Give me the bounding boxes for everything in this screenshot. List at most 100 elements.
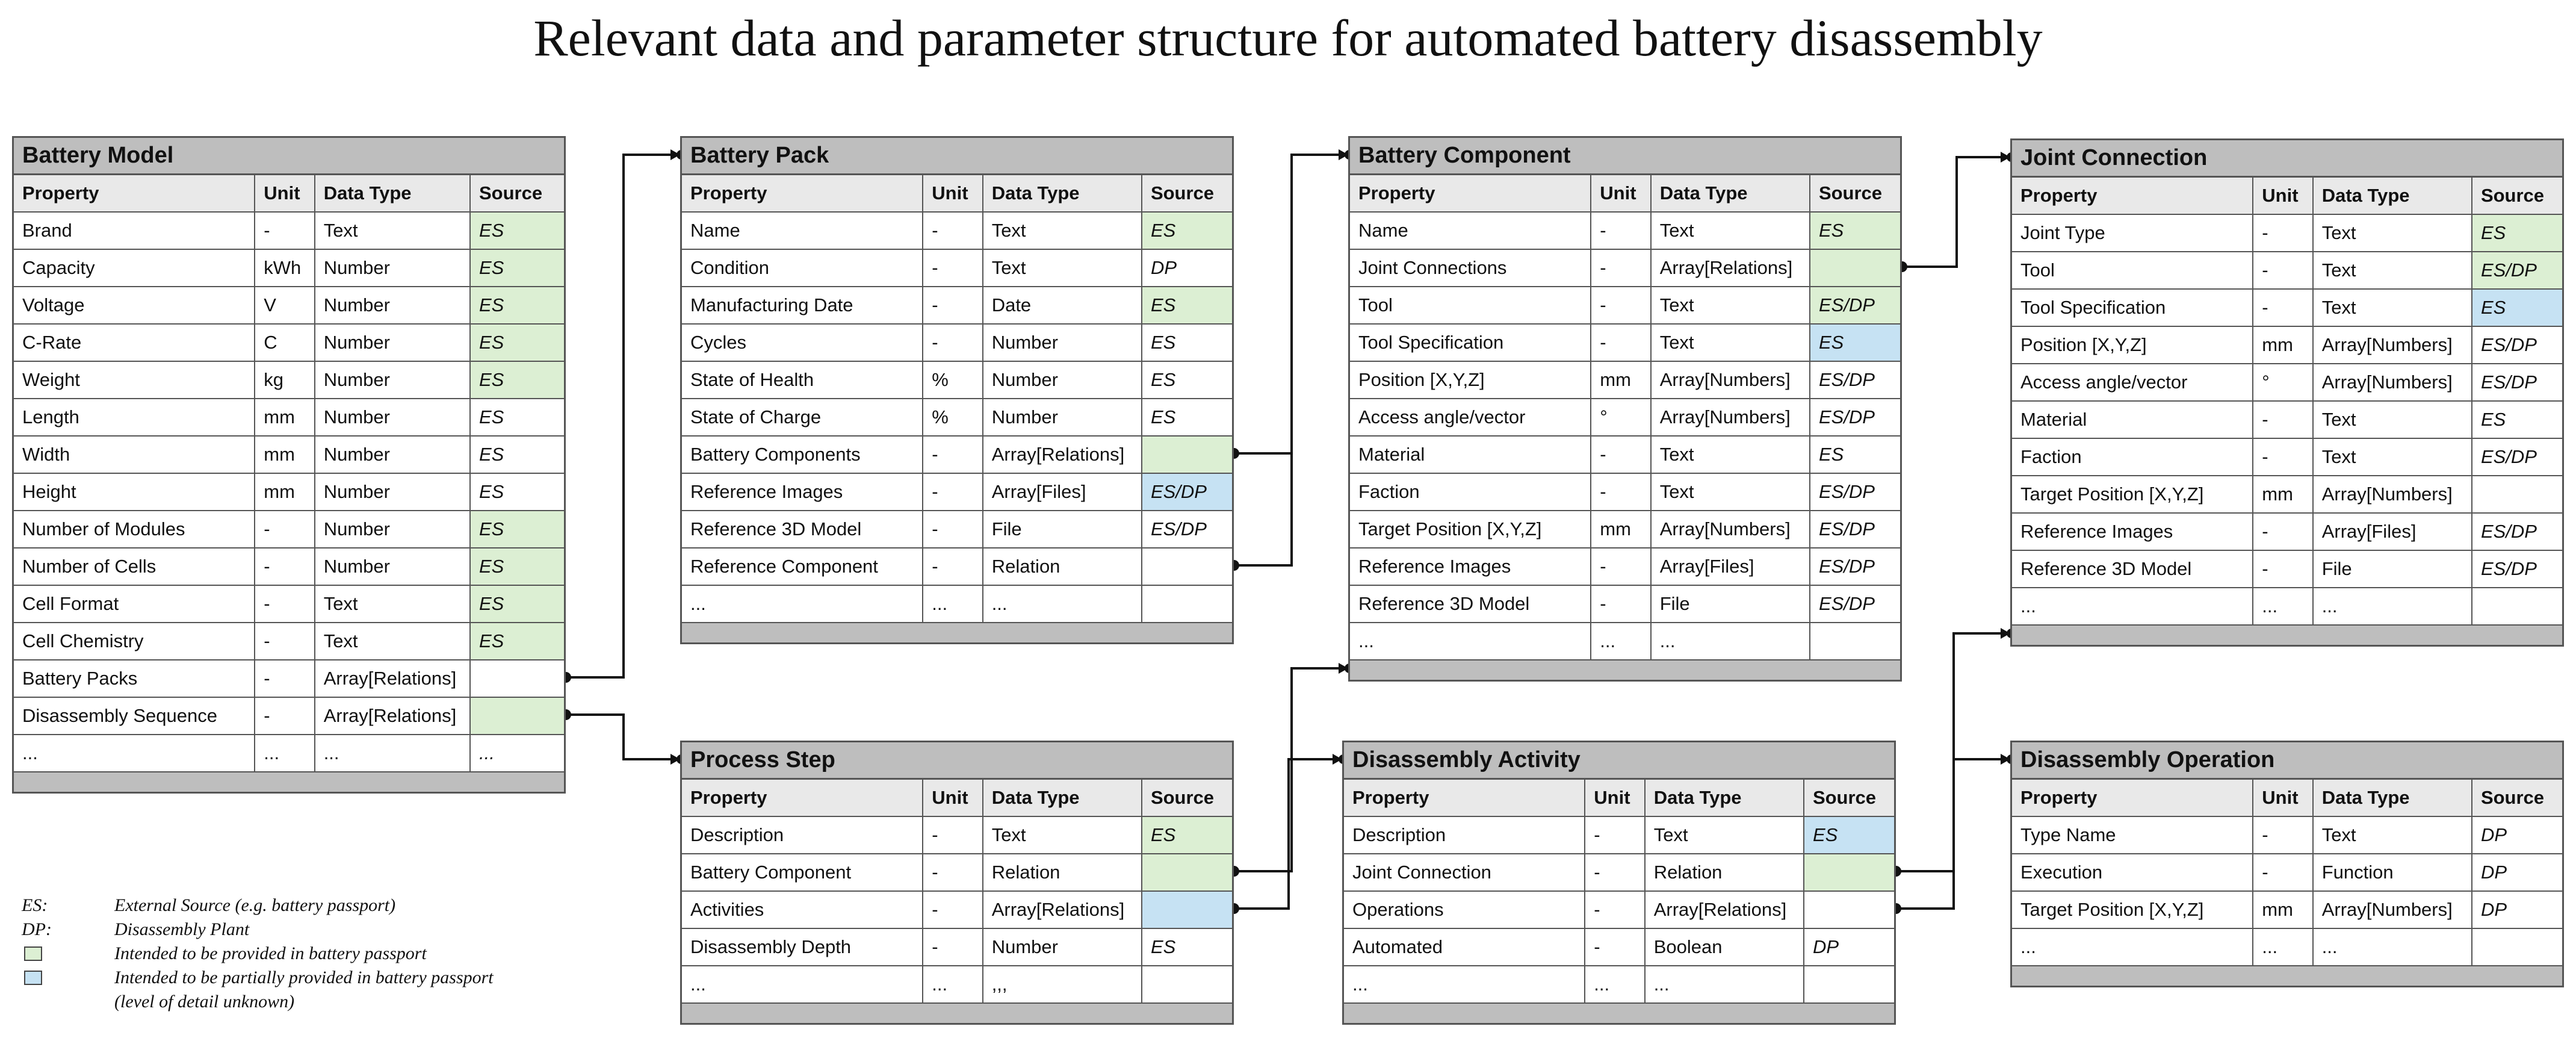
- unit-cell: -: [2253, 817, 2314, 853]
- property-cell: Reference 3D Model: [682, 511, 924, 547]
- data-type-cell: Array[Files]: [1652, 549, 1810, 585]
- unit-cell: -: [1591, 325, 1652, 361]
- table-row: .........: [2012, 588, 2562, 626]
- table-row: .........: [2012, 929, 2562, 966]
- table-title: Disassembly Operation: [2012, 742, 2562, 780]
- unit-cell: ...: [923, 586, 983, 622]
- unit-cell: -: [923, 892, 983, 928]
- source-cell: ...: [478, 742, 495, 763]
- unit-cell: -: [2253, 514, 2314, 550]
- data-type-cell: Function: [2314, 854, 2472, 890]
- data-type-cell: File: [2314, 551, 2472, 587]
- source-cell: [2472, 476, 2562, 512]
- data-type-cell: Array[Numbers]: [1652, 362, 1810, 398]
- unit-cell: -: [1591, 213, 1652, 249]
- table-row: Joint Connections-Array[Relations]: [1350, 250, 1900, 287]
- data-type-cell: Text: [1652, 474, 1810, 510]
- link-battery-packs: [560, 149, 686, 683]
- unit-cell: -: [255, 549, 315, 585]
- unit-cell: -: [923, 817, 983, 853]
- unit-cell: -: [923, 250, 983, 286]
- data-type-cell: Array[Relations]: [1652, 250, 1810, 286]
- data-type-cell: ,,,: [983, 966, 1142, 1002]
- data-type-cell: File: [1652, 586, 1810, 622]
- source-cell: [1804, 892, 1894, 928]
- connector-arrow: [670, 754, 680, 765]
- source-cell: DP: [2480, 899, 2507, 920]
- unit-cell: -: [2253, 402, 2314, 438]
- connector-arrow: [2001, 152, 2010, 163]
- property-cell: Material: [1350, 437, 1592, 473]
- link-joint-connections: [1896, 152, 2016, 272]
- data-type-cell: Text: [2314, 215, 2472, 251]
- legend-blue-text-note: (level of detail unknown): [114, 992, 295, 1012]
- property-cell: Capacity: [14, 250, 256, 286]
- property-cell: Target Position [X,Y,Z]: [2012, 892, 2254, 928]
- source-cell: ES: [470, 511, 564, 547]
- unit-cell: -: [1591, 287, 1652, 323]
- column-header: Data Type: [1646, 780, 1804, 816]
- table-row: Reference Images-Array[Files]ES/DP: [2012, 514, 2562, 551]
- table-row: Battery Components-Array[Relations]: [682, 437, 1232, 474]
- unit-cell: mm: [1591, 362, 1652, 398]
- data-type-cell: Number: [315, 474, 471, 510]
- source-cell: ES/DP: [1818, 556, 1875, 577]
- data-type-cell: ...: [2314, 588, 2472, 624]
- data-type-cell: ...: [1646, 966, 1804, 1002]
- data-type-cell: Text: [983, 213, 1142, 249]
- property-cell: ...: [1344, 966, 1586, 1002]
- data-type-cell: Text: [983, 250, 1142, 286]
- data-type-cell: Text: [1652, 287, 1810, 323]
- source-cell: ES/DP: [1810, 287, 1900, 323]
- unit-cell: mm: [255, 437, 315, 473]
- legend-green-text: Intended to be provided in battery passp…: [114, 943, 427, 963]
- unit-cell: -: [1591, 586, 1652, 622]
- property-cell: Description: [682, 817, 924, 853]
- column-header: Unit: [1585, 780, 1646, 816]
- table-footer: [14, 772, 564, 792]
- unit-cell: -: [923, 213, 983, 249]
- property-cell: Name: [682, 213, 924, 249]
- column-header: Property: [1344, 780, 1586, 816]
- column-header: Property: [14, 175, 256, 211]
- unit-cell: -: [923, 287, 983, 323]
- property-cell: Cell Format: [14, 586, 256, 622]
- source-cell: ES/DP: [2480, 446, 2537, 467]
- property-cell: Joint Connection: [1344, 854, 1586, 890]
- table-row: .........: [1344, 966, 1894, 1004]
- source-cell: ES: [478, 481, 504, 502]
- table-footer: [682, 1004, 1232, 1023]
- unit-cell: ...: [2253, 929, 2314, 965]
- unit-cell: °: [2253, 364, 2314, 400]
- source-cell: [471, 660, 564, 697]
- column-header: Unit: [923, 175, 983, 211]
- source-cell: ES: [470, 287, 564, 323]
- data-type-cell: Array[Numbers]: [1652, 399, 1810, 435]
- column-header: Source: [2480, 185, 2545, 206]
- column-header: Unit: [1591, 175, 1652, 211]
- property-cell: ...: [1350, 623, 1592, 659]
- unit-cell: ...: [1591, 623, 1652, 659]
- source-cell: ES: [470, 325, 564, 361]
- property-cell: State of Health: [682, 362, 924, 398]
- source-cell: [470, 698, 564, 734]
- property-cell: Height: [14, 474, 256, 510]
- unit-cell: -: [923, 511, 983, 547]
- blue-swatch: [24, 971, 42, 985]
- table-row: Reference Component-Relation: [682, 549, 1232, 586]
- column-header: Source: [1150, 787, 1215, 808]
- property-cell: Reference Images: [682, 474, 924, 510]
- connector-line: [1896, 758, 2003, 910]
- column-header: Source: [1812, 787, 1877, 808]
